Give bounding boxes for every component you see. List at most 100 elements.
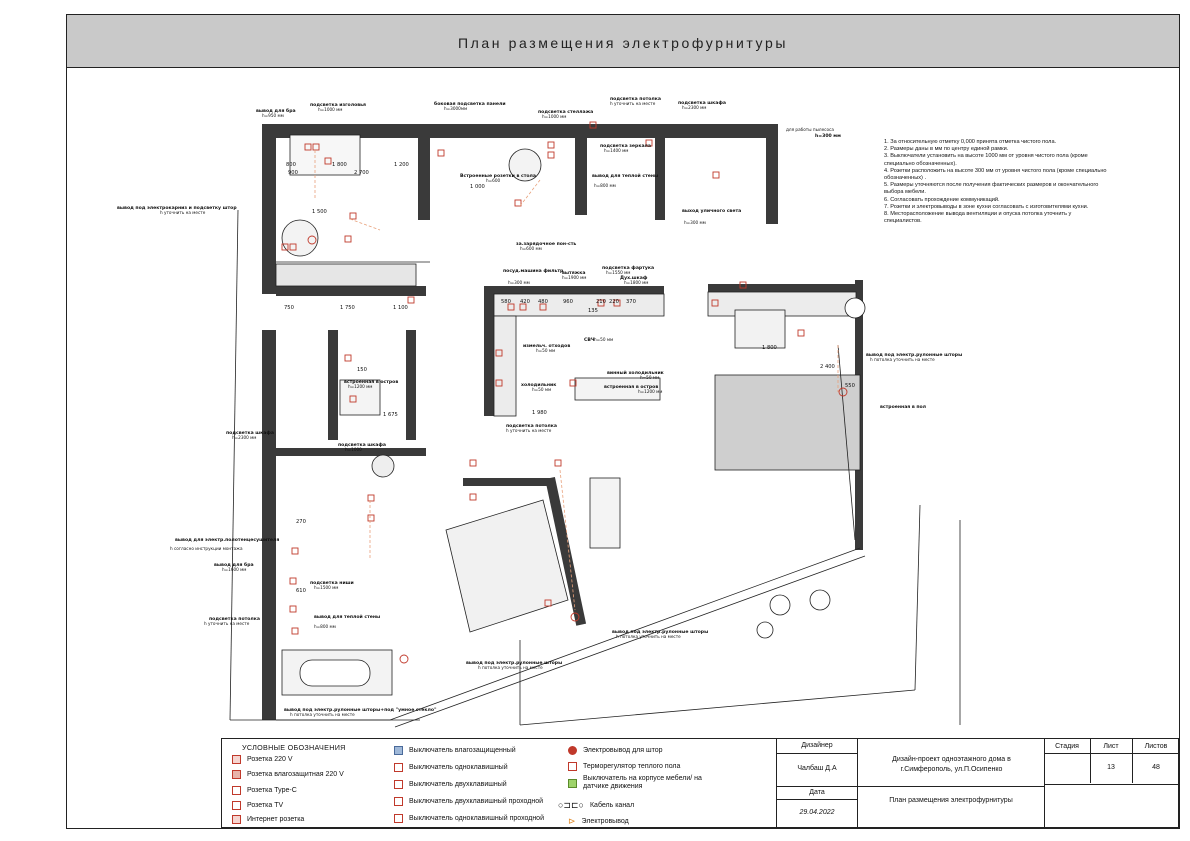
svg-text:750: 750 [284, 305, 294, 311]
svg-text:за.зарядочное пон-сть: за.зарядочное пон-сть [516, 242, 576, 247]
svg-text:вывод под электр.рулонные штор: вывод под электр.рулонные шторы [866, 353, 962, 358]
legend-item-curtain-outlet: Электровывод для штор [568, 746, 663, 755]
svg-text:800: 800 [286, 162, 296, 168]
plan-labels: вывод для бра h=950 мм подсветка изголов… [117, 97, 962, 717]
svg-text:2 400: 2 400 [820, 364, 835, 370]
wall-closet-1 [328, 330, 338, 440]
legend-item-socket-wet: Розетка влагозащитная 220 V [232, 770, 344, 779]
wall-bed-right [545, 476, 587, 626]
svg-text:2 700: 2 700 [354, 170, 369, 176]
svg-text:210: 210 [596, 299, 606, 305]
svg-text:1 100: 1 100 [393, 305, 408, 311]
single-switch-icon [394, 763, 403, 772]
svg-text:h=50 мм: h=50 мм [640, 375, 659, 380]
label-pods-izgol: подсветка изголовья [310, 103, 366, 108]
waterproof-socket-icon [232, 770, 241, 779]
wall-closet-2 [406, 330, 416, 440]
svg-text:1 500: 1 500 [312, 209, 327, 215]
legend-item-switch-2: Выключатель двухклавишный [394, 780, 507, 789]
title-block: Дизайнер Чалбаш Д.А Дата 29.04.2022 Диза… [776, 738, 1180, 828]
svg-text:h=800 мм: h=800 мм [594, 183, 616, 188]
svg-text:1 800: 1 800 [332, 162, 347, 168]
svg-text:580: 580 [501, 299, 511, 305]
svg-text:подсветка фартука: подсветка фартука [602, 264, 654, 271]
svg-text:посуд.машина фильтр: посуд.машина фильтр [503, 267, 564, 274]
svg-text:вытяжка: вытяжка [562, 271, 585, 276]
project-name: Дизайн-проект одноэтажного дома в г.Симф… [892, 756, 1011, 773]
svg-text:h=600: h=600 [486, 178, 500, 183]
wiring [314, 150, 839, 611]
svg-text:1 800: 1 800 [762, 345, 777, 351]
label-bra: вывод для бра [256, 107, 296, 114]
date-value: 29.04.2022 [799, 809, 835, 816]
svg-text:1 980: 1 980 [532, 410, 547, 416]
svg-text:вывод под электрокарниз и подс: вывод под электрокарниз и подсветку штор [117, 206, 237, 211]
legend-item-switch-1: Выключатель одноклавишный [394, 763, 508, 772]
note-6: 6. Согласовать прохождение коммуникаций. [884, 196, 1000, 203]
svg-text:измельч. отходов: измельч. отходов [523, 344, 570, 349]
legend-item-tv: Розетка TV [232, 801, 283, 810]
title-bar: План размещения электрофурнитуры [67, 15, 1179, 68]
svg-text:холодильник: холодильник [521, 383, 557, 388]
wall-top [262, 124, 772, 138]
svg-text:подсветка потолка: подсветка потолка [506, 424, 557, 429]
wall-kitchen-left [484, 286, 494, 416]
svg-text:550: 550 [845, 383, 855, 389]
svg-text:Встроенные розетки в стола: Встроенные розетки в стола [460, 173, 536, 179]
legend-item-type-c: Розетка Type-C [232, 786, 297, 795]
drawing-sheet: План размещения электрофурнитуры [66, 14, 1180, 829]
note-5: 5. Размеры уточняются после получения фа… [884, 182, 1099, 196]
svg-text:270: 270 [296, 519, 306, 525]
svg-text:подсветка шкафа: подсветка шкафа [678, 99, 726, 106]
note-3: 3. Выключатели установить на высоте 1000… [884, 153, 1088, 167]
svg-text:встроенная в остров: встроенная в остров [604, 385, 658, 390]
wall-right-upper [766, 124, 778, 224]
legend-item-switch-wet: Выключатель влагозащищенный [394, 746, 516, 755]
internet-socket-icon [232, 815, 241, 824]
svg-text:h уточнить на месте: h уточнить на месте [506, 428, 552, 433]
svg-text:вывод под электр.рулонные штор: вывод под электр.рулонные шторы+под "умн… [284, 707, 436, 713]
svg-text:винный холодильник: винный холодильник [607, 369, 665, 376]
svg-text:960: 960 [563, 299, 573, 305]
svg-text:h потолка уточнить на месте: h потолка уточнить на месте [290, 712, 355, 717]
wall-inner-2 [575, 130, 587, 215]
svg-text:h=2300 мм: h=2300 мм [682, 105, 706, 110]
sheet-label: Лист [1103, 743, 1119, 750]
legend-item-furniture-switch: Выключатель на корпусе мебели/ на датчик… [568, 775, 718, 791]
sheet-number: 13 [1107, 764, 1115, 771]
svg-text:h=1550 мм: h=1550 мм [606, 270, 630, 275]
svg-text:h=800 мм: h=800 мм [314, 624, 336, 629]
svg-text:h=950 мм: h=950 мм [262, 113, 284, 118]
tv-socket-icon [232, 801, 241, 810]
svg-text:подсветка зеркала: подсветка зеркала [600, 144, 651, 149]
svg-text:135: 135 [588, 308, 598, 314]
svg-text:подсветка шкафа: подсветка шкафа [226, 429, 274, 436]
wall-inner-3 [655, 130, 665, 220]
svg-text:1 675: 1 675 [383, 412, 398, 418]
svg-text:Дух.шкаф: Дух.шкаф [620, 274, 648, 281]
wall-left-lower [262, 330, 276, 720]
type-c-socket-icon [232, 786, 241, 795]
svg-text:h=1400 мм: h=1400 мм [604, 148, 628, 153]
svg-text:1 000: 1 000 [470, 184, 485, 190]
svg-text:h=1200 мм: h=1200 мм [638, 389, 662, 394]
svg-text:h=1000 мм: h=1000 мм [542, 114, 566, 119]
svg-text:для работы пылесоса: для работы пылесоса [786, 127, 834, 132]
svg-text:вывод для электр.полотенцесуши: вывод для электр.полотенцесушителя [175, 538, 279, 543]
svg-text:СВЧ: СВЧ [584, 337, 595, 343]
svg-text:вывод для бра: вывод для бра [214, 561, 254, 568]
legend-item-switch-2-pass: Выключатель двухклавишный проходной [394, 797, 543, 806]
svg-text:h потолка уточнить на месте: h потолка уточнить на месте [616, 634, 681, 639]
svg-text:h уточнить на месте: h уточнить на месте [610, 101, 656, 106]
svg-text:вывод для теплой стены: вывод для теплой стены [592, 172, 658, 179]
svg-text:420: 420 [520, 299, 530, 305]
svg-text:h=1900 мм: h=1900 мм [562, 275, 586, 280]
note-2: 2. Размеры даны в мм по центру единой ра… [884, 146, 1009, 153]
electrical-symbols [281, 121, 848, 664]
svg-text:h=300 мм: h=300 мм [508, 280, 530, 285]
general-notes: 1. За относительную отметку 0,000 принят… [884, 139, 1110, 225]
wall-mid-1 [276, 286, 426, 296]
svg-text:h уточнить на месте: h уточнить на месте [160, 210, 206, 215]
svg-text:вывод под электр.рулонные штор: вывод под электр.рулонные шторы [466, 661, 562, 666]
